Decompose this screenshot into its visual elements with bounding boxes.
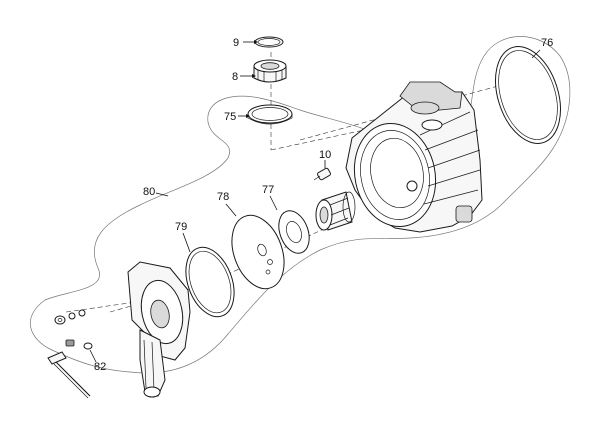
part-9-o-ring bbox=[254, 36, 284, 48]
part-78-disk-plate bbox=[231, 214, 285, 290]
svg-text:8: 8 bbox=[232, 71, 238, 83]
svg-text:78: 78 bbox=[217, 191, 229, 203]
main-housing bbox=[345, 81, 483, 233]
svg-text:77: 77 bbox=[262, 184, 274, 196]
part-77-gasket-plate bbox=[278, 210, 310, 254]
callout-77: 77 bbox=[262, 184, 278, 211]
svg-text:82: 82 bbox=[94, 361, 106, 373]
callout-9: 9 bbox=[233, 37, 258, 49]
callouts: 9 8 75 76 10 80 78 bbox=[89, 37, 553, 373]
svg-text:75: 75 bbox=[224, 111, 236, 123]
callout-79: 79 bbox=[175, 221, 191, 253]
assembly-group-outline bbox=[30, 36, 571, 374]
part-10-sensor bbox=[313, 167, 331, 181]
callout-75: 75 bbox=[224, 111, 250, 123]
svg-text:9: 9 bbox=[233, 37, 239, 49]
impeller bbox=[315, 191, 356, 231]
svg-text:10: 10 bbox=[319, 149, 331, 161]
part-82-bolt bbox=[47, 339, 91, 399]
callout-8: 8 bbox=[232, 71, 256, 83]
small-fittings bbox=[54, 309, 93, 350]
part-76-large-gasket bbox=[495, 46, 561, 144]
svg-text:79: 79 bbox=[175, 221, 187, 233]
svg-text:76: 76 bbox=[541, 37, 553, 49]
part-79-large-o-ring bbox=[185, 246, 235, 318]
callout-80: 80 bbox=[143, 186, 169, 198]
callout-10: 10 bbox=[319, 149, 331, 168]
callout-76: 76 bbox=[531, 37, 553, 59]
callout-78: 78 bbox=[217, 191, 237, 217]
callout-82: 82 bbox=[89, 349, 106, 373]
front-cover bbox=[127, 261, 191, 398]
svg-text:80: 80 bbox=[143, 186, 155, 198]
part-75-gasket-ring bbox=[247, 104, 293, 125]
part-8-valve-nut bbox=[253, 59, 287, 83]
